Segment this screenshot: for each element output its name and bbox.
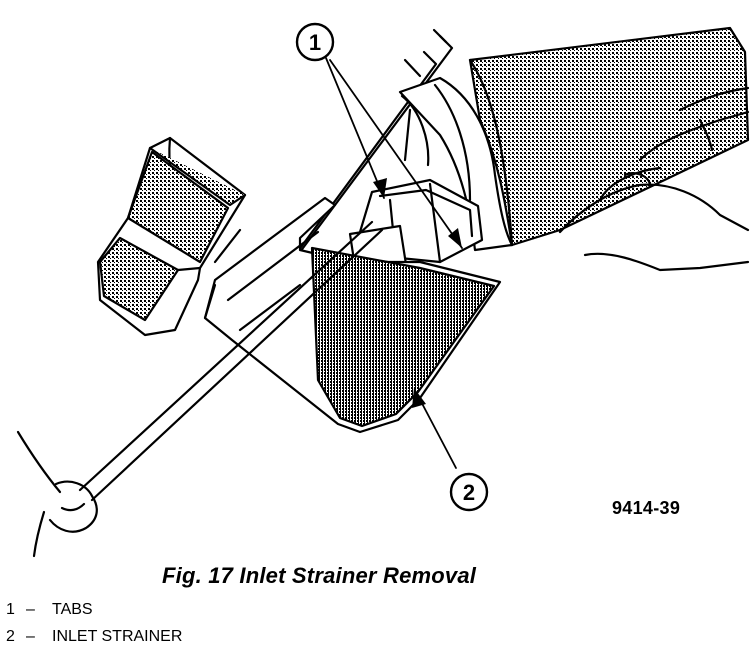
inlet-strainer-sock: [203, 196, 502, 434]
callout-1-arrowhead-left: [373, 178, 387, 198]
callout-legend: 1–TABS 2–INLET STRAINER: [6, 596, 182, 650]
pump-module: [398, 26, 750, 252]
callout-2: 2: [449, 472, 489, 512]
legend-item-separator: –: [26, 628, 35, 645]
inlet-strainer-illustration: 1 2: [16, 22, 750, 558]
figure-caption: Fig. 17 Inlet Strainer Removal: [162, 563, 477, 588]
callout-1-number: 1: [309, 30, 321, 55]
callout-1-arrowhead-right: [448, 228, 462, 248]
callout-1: 1: [295, 22, 335, 62]
callout-1-leaders: [325, 57, 463, 249]
legend-item-label: INLET STRAINER: [52, 628, 183, 645]
screwdriver: [78, 220, 384, 502]
hand-left: [16, 430, 98, 558]
callout-2-arrowhead: [412, 388, 426, 408]
legend-item-separator: –: [26, 601, 35, 618]
connector-block: [96, 136, 247, 337]
figure-id: 9414-39: [612, 498, 681, 518]
hand-right: [558, 86, 750, 272]
legend-item-number: 2: [6, 628, 15, 645]
legend-item-inlet-strainer: 2–INLET STRAINER: [6, 623, 182, 650]
legend-item-label: TABS: [52, 601, 93, 618]
callout-2-number: 2: [463, 480, 475, 505]
legend-item-tabs: 1–TABS: [6, 596, 182, 623]
legend-item-number: 1: [6, 601, 15, 618]
fuel-tube: [288, 28, 454, 264]
